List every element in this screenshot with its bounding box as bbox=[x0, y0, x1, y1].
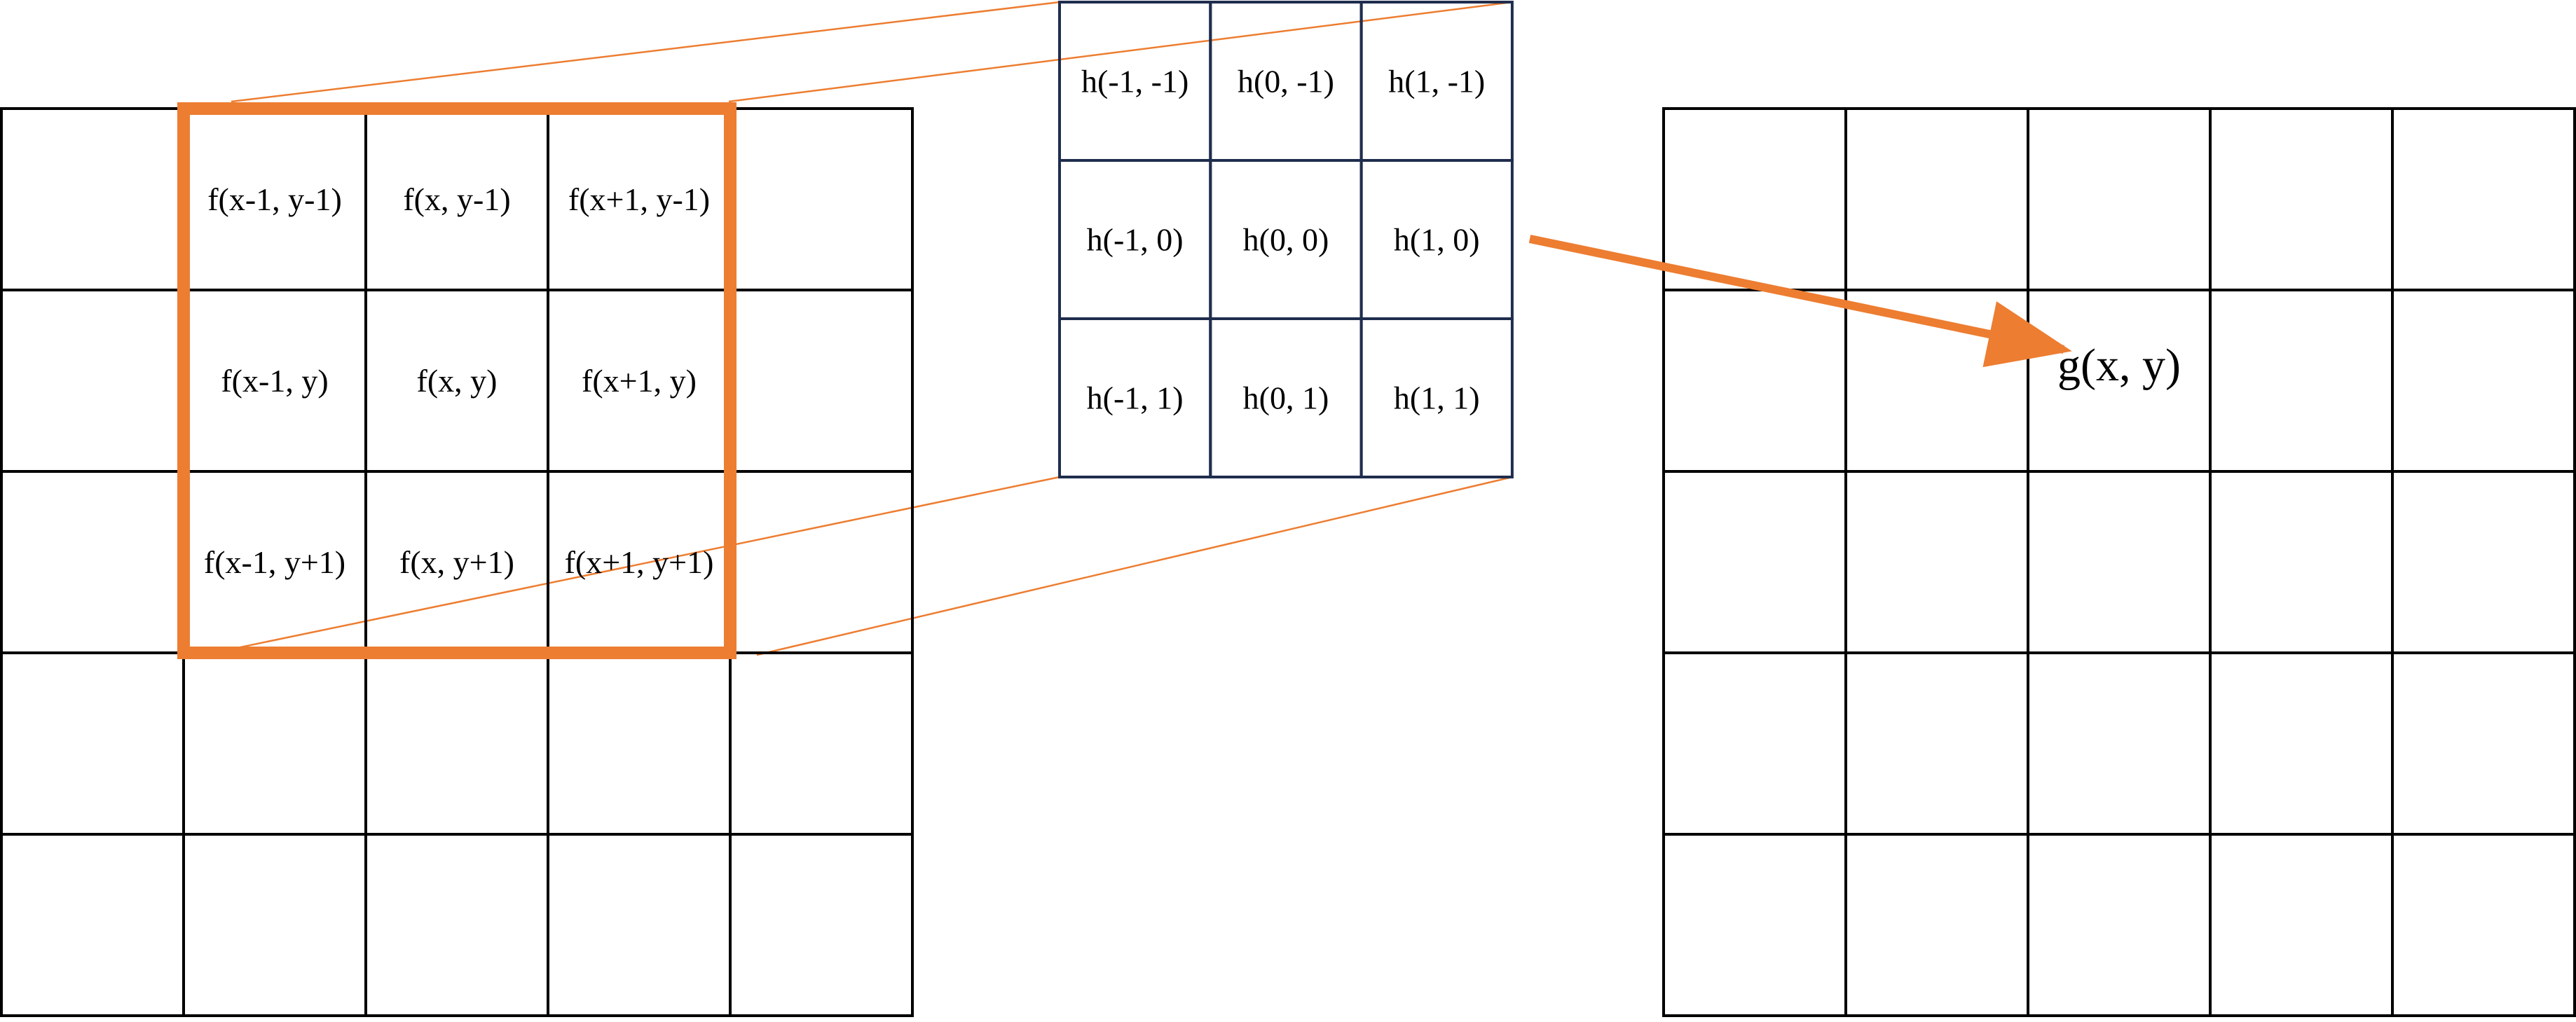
input-cell-r3-c1 bbox=[182, 651, 367, 836]
input-label-r0-c2: f(x, y-1) bbox=[403, 181, 510, 217]
input-cell-r1-c4 bbox=[729, 289, 914, 473]
kernel-label-r0-c1: h(0, -1) bbox=[1238, 64, 1334, 99]
projection-line-bottom-right bbox=[756, 476, 1513, 656]
output-cell-r0-c0 bbox=[1662, 107, 1847, 291]
output-cell-r2-c2 bbox=[2027, 470, 2212, 654]
projection-line-bottom-left bbox=[203, 476, 1060, 656]
output-cell-r0-c1 bbox=[1844, 107, 2029, 291]
input-cell-r0-c4 bbox=[729, 107, 914, 291]
output-cell-r1-c0 bbox=[1662, 289, 1847, 473]
input-label-r1-c1: f(x-1, y) bbox=[221, 363, 328, 399]
output-cell-r0-c4 bbox=[2391, 107, 2576, 291]
input-cell-r4-c4 bbox=[729, 833, 914, 1017]
output-cell-r3-c0 bbox=[1662, 651, 1847, 836]
input-label-r2-c1: f(x-1, y+1) bbox=[204, 544, 345, 580]
input-cell-r4-c0 bbox=[0, 833, 185, 1017]
output-cell-r4-c3 bbox=[2209, 833, 2394, 1017]
output-label-r1-c2: g(x, y) bbox=[2057, 340, 2181, 391]
input-grid: f(x-1, y-1) f(x, y-1) f(x+1, y-1) f(x-1, y)… bbox=[0, 107, 914, 1017]
output-cell-r4-c1 bbox=[1844, 833, 2029, 1017]
output-cell-r1-c1 bbox=[1844, 289, 2029, 473]
output-cell-r1-c3 bbox=[2209, 289, 2394, 473]
input-label-r0-c3: f(x+1, y-1) bbox=[568, 181, 710, 217]
input-cell-r4-c1 bbox=[182, 833, 367, 1017]
input-label-r1-c3: f(x+1, y) bbox=[582, 363, 697, 399]
kernel-label-r1-c1: h(0, 0) bbox=[1243, 222, 1329, 258]
projection-line-top-left bbox=[231, 1, 1060, 103]
output-cell-r3-c3 bbox=[2209, 651, 2394, 836]
output-cell-r2-c3 bbox=[2209, 470, 2394, 654]
output-cell-r3-c2 bbox=[2027, 651, 2212, 836]
kernel-grid: h(-1, -1) h(0, -1) h(1, -1) h(-1, 0) h(0, 0)… bbox=[1058, 1, 1514, 478]
input-label-r0-c1: f(x-1, y-1) bbox=[207, 181, 342, 217]
input-label-r2-c2: f(x, y+1) bbox=[399, 544, 514, 580]
output-cell-r2-c1 bbox=[1844, 470, 2029, 654]
kernel-label-r0-c2: h(1, -1) bbox=[1388, 64, 1485, 99]
output-cell-r2-c4 bbox=[2391, 470, 2576, 654]
kernel-label-r0-c0: h(-1, -1) bbox=[1081, 64, 1188, 99]
input-cell-r3-c2 bbox=[364, 651, 549, 836]
input-label-r1-c2: f(x, y) bbox=[417, 363, 498, 399]
output-grid: g(x, y) bbox=[1662, 107, 2576, 1017]
kernel-label-r1-c2: h(1, 0) bbox=[1394, 222, 1480, 258]
output-cell-r1-c4 bbox=[2391, 289, 2576, 473]
output-cell-r3-c1 bbox=[1844, 651, 2029, 836]
input-cell-r3-c4 bbox=[729, 651, 914, 836]
kernel-label-r1-c0: h(-1, 0) bbox=[1087, 222, 1184, 258]
kernel-label-r2-c0: h(-1, 1) bbox=[1087, 380, 1184, 416]
output-cell-r4-c4 bbox=[2391, 833, 2576, 1017]
output-cell-r0-c2 bbox=[2027, 107, 2212, 291]
kernel-label-r2-c1: h(0, 1) bbox=[1243, 380, 1329, 416]
input-label-r2-c3: f(x+1, y+1) bbox=[565, 544, 714, 580]
input-cell-r1-c0 bbox=[0, 289, 185, 473]
projection-line-top-right bbox=[728, 1, 1513, 103]
output-cell-r4-c0 bbox=[1662, 833, 1847, 1017]
input-cell-r2-c0 bbox=[0, 470, 185, 654]
output-cell-r2-c0 bbox=[1662, 470, 1847, 654]
input-cell-r0-c0 bbox=[0, 107, 185, 291]
input-cell-r3-c3 bbox=[547, 651, 732, 836]
input-window-highlight bbox=[177, 102, 737, 659]
input-cell-r4-c3 bbox=[547, 833, 732, 1017]
output-cell-r0-c3 bbox=[2209, 107, 2394, 291]
projection-lines bbox=[203, 1, 1513, 656]
input-cell-r3-c0 bbox=[0, 651, 185, 836]
kernel-cell-r2-c2 bbox=[1359, 317, 1514, 478]
input-cell-r4-c2 bbox=[364, 833, 549, 1017]
output-cell-r3-c4 bbox=[2391, 651, 2576, 836]
output-cell-r4-c2 bbox=[2027, 833, 2212, 1017]
kernel-label-r2-c2: h(1, 1) bbox=[1394, 380, 1480, 416]
result-arrow bbox=[1528, 235, 2072, 368]
